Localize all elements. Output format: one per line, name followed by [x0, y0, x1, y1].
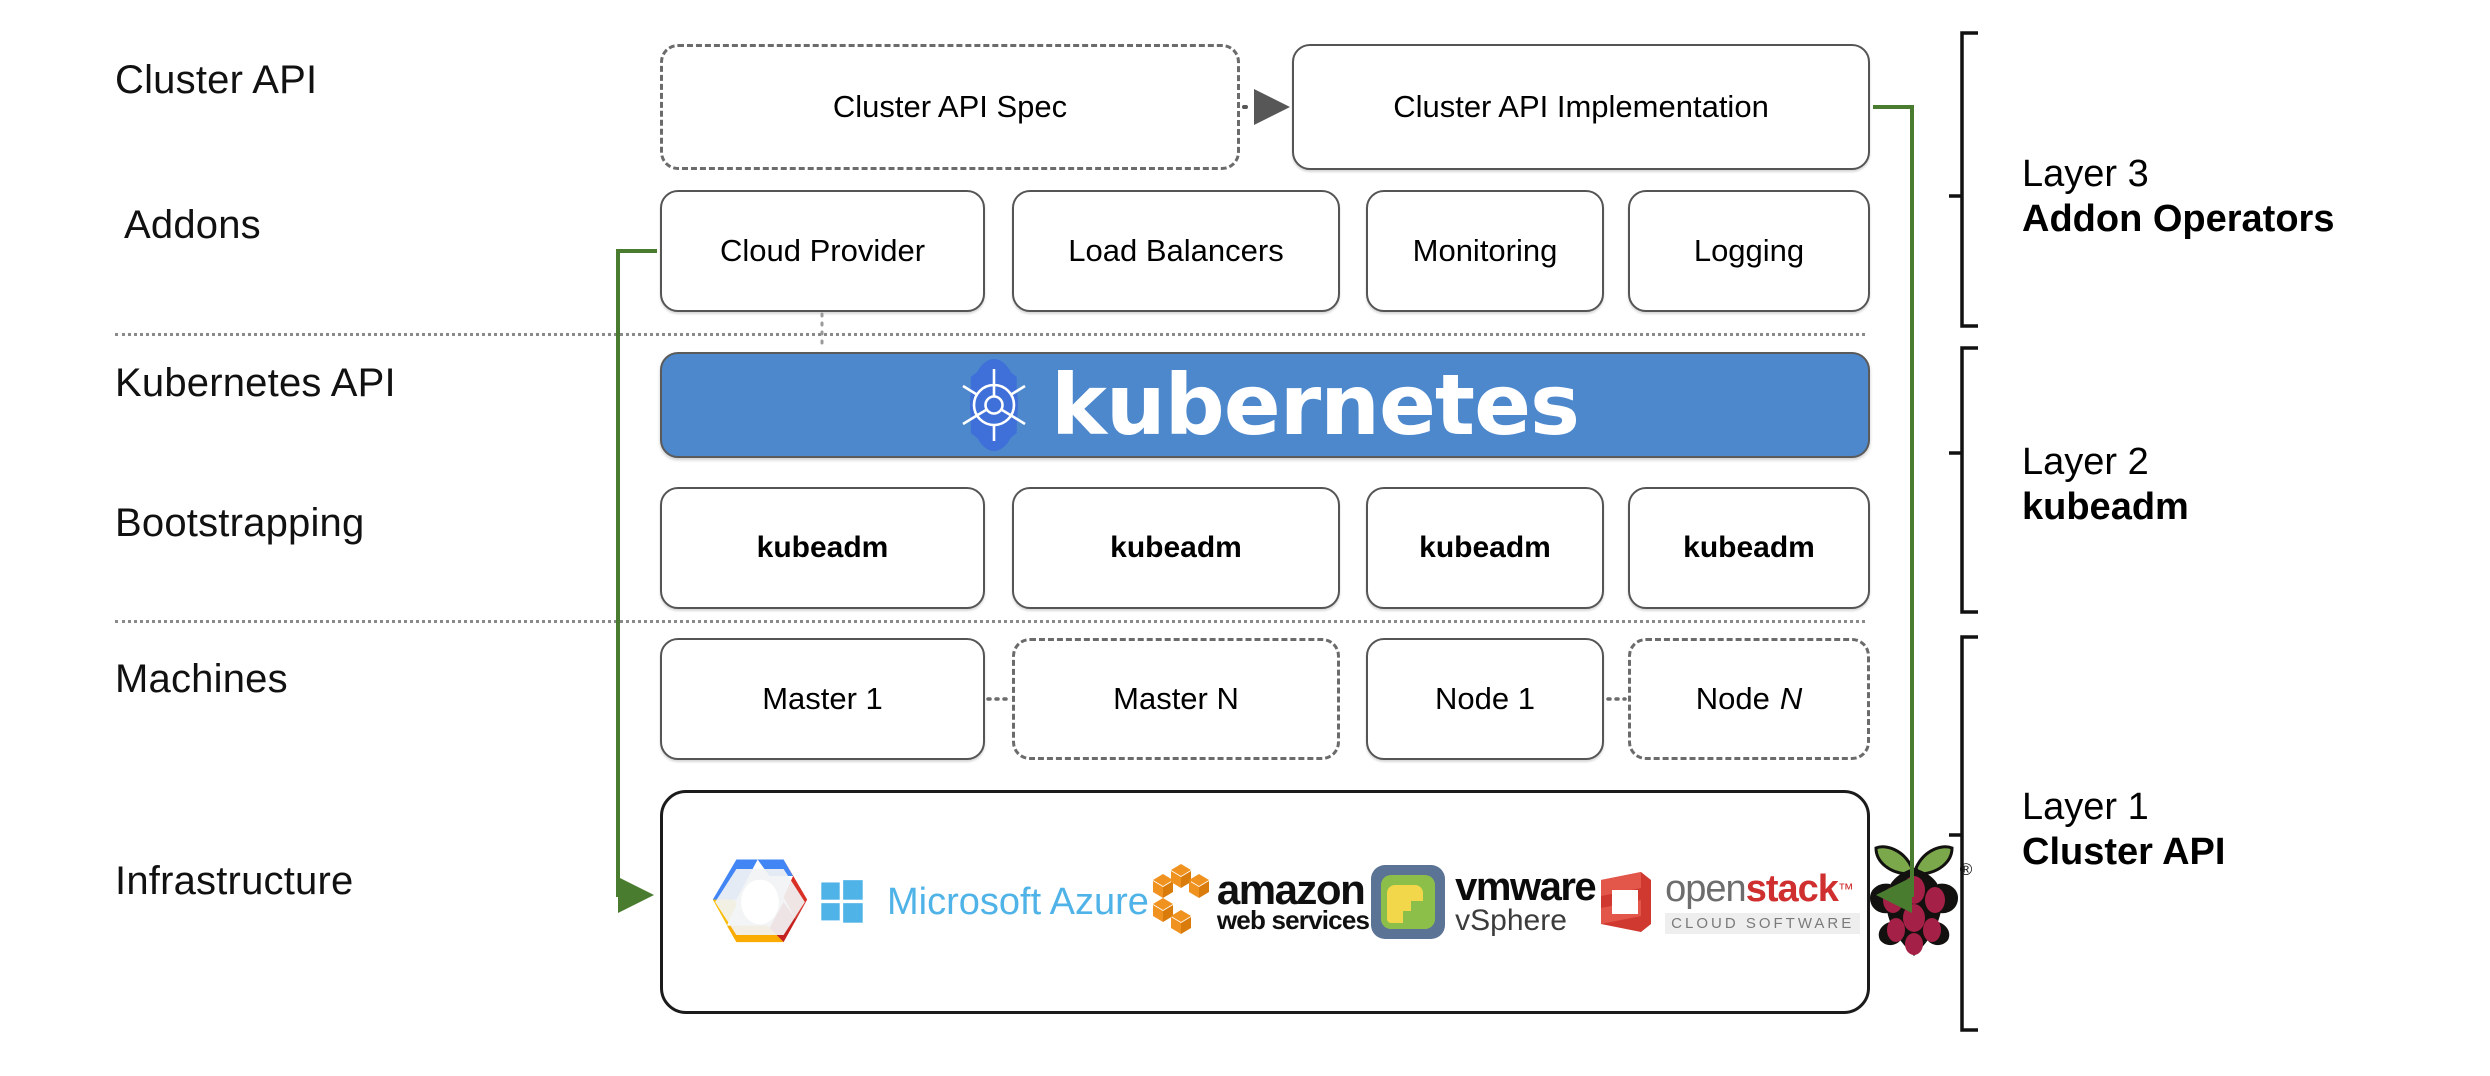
- row-label-cluster-api: Cluster API: [115, 58, 318, 102]
- kubernetes-wordmark: kubernetes: [1050, 356, 1580, 454]
- aws-wordmark-top: amazon: [1216, 865, 1366, 913]
- microsoft-azure-wordmark: Microsoft Azure: [887, 880, 1149, 923]
- node-cluster-api-implementation[interactable]: Cluster API Implementation: [1292, 44, 1870, 170]
- row-label-infrastructure: Infrastructure: [115, 859, 354, 903]
- layer-caption-1: Layer 1 Cluster API: [2022, 785, 2225, 875]
- node-node-n-label: Node: [1695, 681, 1770, 716]
- wire-cloud-provider-to-infrastructure: [616, 249, 657, 913]
- openstack-wordmark-open: open: [1665, 868, 1747, 910]
- row-label-kubernetes-api: Kubernetes API: [115, 361, 396, 405]
- section-divider-bottom: [115, 620, 1865, 623]
- node-logging[interactable]: Logging: [1628, 190, 1870, 312]
- vmware-wordmark: vmware: [1455, 865, 1596, 910]
- wire-implementation-to-infrastructure: [1873, 105, 1914, 913]
- openstack-logo: openstack™ CLOUD SOFTWARE: [1595, 866, 1861, 938]
- row-label-addons: Addons: [124, 203, 261, 247]
- openstack-wordmark-stack: stack: [1745, 868, 1839, 910]
- microsoft-azure-logo: Microsoft Azure: [819, 879, 1149, 925]
- raspberry-pi-logo: ®: [1860, 838, 1972, 966]
- node-monitoring[interactable]: Monitoring: [1366, 190, 1604, 312]
- node-cluster-api-spec[interactable]: Cluster API Spec: [660, 44, 1240, 170]
- vsphere-wordmark: vSphere: [1455, 903, 1567, 937]
- section-divider-top: [115, 333, 1865, 336]
- layer-1-bottom-label: Cluster API: [2022, 830, 2226, 873]
- layer-2-top-label: Layer 2: [2022, 441, 2149, 483]
- kubernetes-helm-wheel-icon: [951, 357, 1037, 453]
- node-node-1[interactable]: Node 1: [1366, 638, 1604, 760]
- aws-wordmark-bottom: web services: [1216, 905, 1370, 936]
- layer-2-bottom-label: kubeadm: [2022, 485, 2189, 528]
- infrastructure-container: Microsoft Azure amazon web services: [660, 790, 1972, 1014]
- openstack-subtitle: CLOUD SOFTWARE: [1665, 913, 1861, 934]
- google-cloud-platform-logo: [701, 843, 819, 961]
- node-master-1[interactable]: Master 1: [660, 638, 985, 760]
- node-cloud-provider[interactable]: Cloud Provider: [660, 190, 985, 312]
- node-master-n[interactable]: Master N: [1012, 638, 1340, 760]
- node-kubeadm-1[interactable]: kubeadm: [660, 487, 985, 609]
- amazon-web-services-logo: amazon web services: [1149, 864, 1370, 940]
- bracket-layer-3: [1949, 31, 1978, 328]
- layer-caption-3: Layer 3 Addon Operators: [2022, 152, 2334, 242]
- node-kubeadm-4[interactable]: kubeadm: [1628, 487, 1870, 609]
- node-kubeadm-2[interactable]: kubeadm: [1012, 487, 1340, 609]
- node-kubeadm-3[interactable]: kubeadm: [1366, 487, 1604, 609]
- bracket-layer-2: [1949, 346, 1978, 614]
- node-node-n-italic-suffix: N: [1779, 681, 1803, 716]
- vmware-vsphere-logo: vmware vSphere: [1369, 863, 1597, 941]
- node-load-balancers[interactable]: Load Balancers: [1012, 190, 1340, 312]
- layer-caption-2: Layer 2 kubeadm: [2022, 440, 2189, 530]
- row-label-machines: Machines: [115, 657, 288, 701]
- raspberry-pi-registered-mark: ®: [1959, 860, 1973, 879]
- node-node-n[interactable]: Node N: [1628, 638, 1870, 760]
- row-label-bootstrapping: Bootstrapping: [115, 501, 365, 545]
- layer-3-top-label: Layer 3: [2022, 153, 2149, 195]
- openstack-trademark: ™: [1837, 881, 1854, 899]
- kubernetes-band: kubernetes: [660, 352, 1870, 458]
- bracket-layer-1: [1949, 635, 1978, 1032]
- layer-3-bottom-label: Addon Operators: [2022, 197, 2335, 240]
- layer-1-top-label: Layer 1: [2022, 786, 2149, 828]
